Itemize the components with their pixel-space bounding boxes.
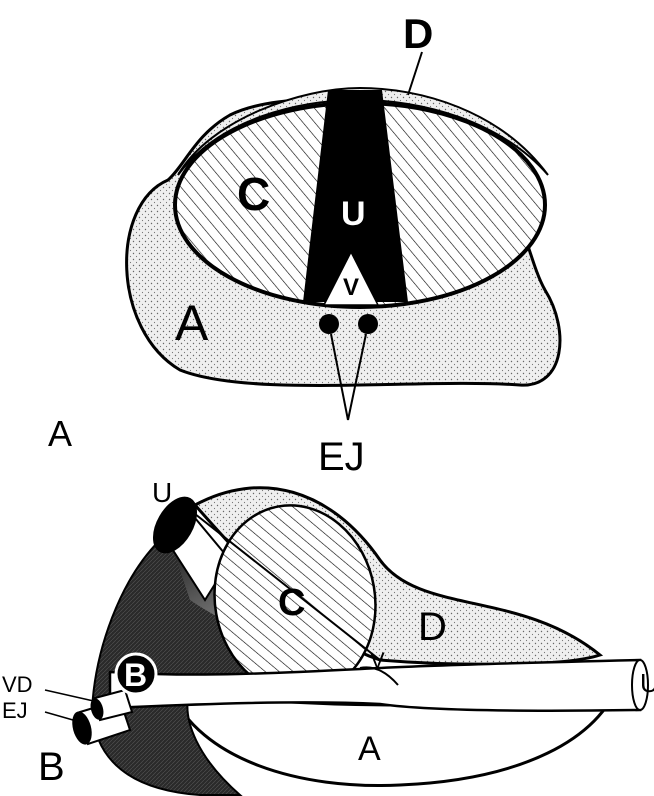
label-d-panel-b: D [418, 605, 447, 649]
label-u-top-panel-b: U [152, 477, 172, 508]
label-v-panel-a: V [343, 274, 359, 301]
label-u-panel-a: U [341, 195, 366, 233]
ejaculatory-duct-left [319, 314, 339, 334]
label-c-panel-a: C [237, 168, 270, 220]
label-a-zone-panel-a: A [175, 295, 209, 351]
label-vd-panel-b: VD [2, 672, 33, 697]
panel-a-diagram [127, 52, 560, 420]
label-c-panel-b: C [278, 582, 305, 624]
leader-line-vd [45, 690, 98, 702]
label-u-right-panel-b: U [640, 668, 654, 698]
panel-b-label: B [38, 745, 65, 789]
leader-line-d [408, 52, 422, 95]
label-b-zone-panel-b: B [124, 657, 147, 693]
label-v-panel-b: V [370, 648, 385, 673]
label-a-zone-panel-b: A [358, 730, 381, 768]
label-ej-panel-b: EJ [2, 698, 28, 723]
label-d-panel-a: D [403, 10, 433, 57]
panel-b-diagram [45, 488, 648, 795]
ejaculatory-duct-right [358, 314, 378, 334]
label-ej-panel-a: EJ [318, 435, 365, 479]
panel-a-label: A [48, 413, 72, 454]
